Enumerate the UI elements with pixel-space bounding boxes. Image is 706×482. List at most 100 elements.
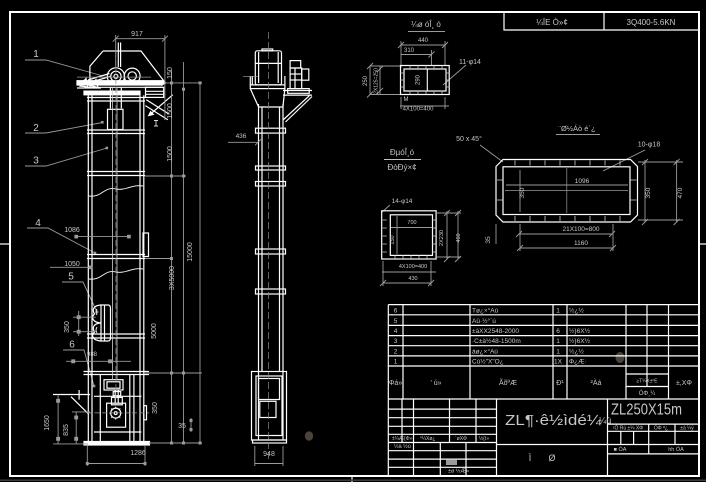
svg-text:¨Ø½Áò é´¿: ¨Ø½Áò é´¿ (558, 124, 596, 133)
svg-text:1: 1 (33, 49, 39, 60)
svg-text:½{ì»: ½{ì» (479, 435, 489, 442)
svg-text:1050: 1050 (64, 261, 80, 268)
svg-text:3: 3 (394, 338, 398, 345)
svg-text:10-φ18: 10-φ18 (638, 142, 661, 149)
svg-text:6: 6 (556, 328, 560, 335)
svg-text:988: 988 (87, 352, 98, 358)
svg-text:4: 4 (394, 328, 398, 335)
svg-text:±¼Æ(Φ»: ±¼Æ(Φ» (392, 436, 413, 442)
svg-text:' ú»: ' ú» (430, 380, 441, 387)
svg-text:350: 350 (152, 402, 159, 414)
svg-text:948: 948 (263, 451, 275, 458)
svg-text:1X: 1X (554, 359, 563, 366)
svg-text:Ì: Ì (529, 453, 532, 463)
svg-text:5: 5 (68, 272, 74, 283)
svg-text:6: 6 (69, 340, 75, 351)
svg-text:½¿½: ½¿½ (569, 307, 584, 315)
svg-text:1: 1 (556, 338, 560, 345)
svg-text:1500: 1500 (167, 103, 174, 119)
svg-text:4: 4 (35, 218, 41, 229)
svg-text:460: 460 (456, 233, 462, 242)
svg-text:Tø¿×°Aù: Tø¿×°Aù (472, 307, 499, 315)
svg-text:150: 150 (390, 235, 396, 244)
svg-text:350: 350 (519, 187, 526, 198)
svg-text:2: 2 (394, 348, 398, 355)
svg-text:½}6X½: ½}6X½ (569, 337, 591, 345)
svg-text:ZL¶·ê½ìdé¼: ZL¶·ê½ìdé¼ (505, 412, 602, 429)
svg-text:350: 350 (645, 187, 652, 198)
svg-text:ÐµóÎ¸ó: ÐµóÎ¸ó (390, 148, 415, 157)
svg-text:5: 5 (394, 318, 398, 325)
svg-text:ÐòÐý×¢: ÐòÐý×¢ (387, 163, 416, 172)
svg-text:Φá»: Φá» (389, 380, 402, 387)
svg-text:1086: 1086 (64, 227, 80, 234)
svg-text:ÃõºÆ: ÃõºÆ (499, 378, 517, 387)
svg-text:¼ø óÎ¸ ó: ¼ø óÎ¸ ó (411, 20, 441, 29)
svg-text:Ð¹: Ð¹ (556, 380, 564, 387)
svg-text:Cù½"X"O¿: Cù½"X"O¿ (472, 358, 504, 366)
svg-text:áø¿×°Aù: áø¿×°Aù (472, 347, 498, 355)
svg-text:835: 835 (63, 424, 70, 436)
svg-text:436: 436 (236, 133, 247, 140)
svg-text:≥T¼X±ºE: ≥T¼X±ºE (636, 379, 658, 385)
svg-text:440: 440 (418, 38, 429, 44)
svg-text:2X125=250: 2X125=250 (374, 68, 380, 94)
svg-text:3: 3 (33, 156, 39, 167)
svg-text:15000: 15000 (187, 242, 194, 262)
svg-text:1: 1 (556, 308, 560, 315)
svg-text:²Àá: ²Àá (591, 378, 602, 387)
svg-text:700: 700 (407, 220, 416, 226)
svg-text:¼ù: ¼ù (599, 416, 612, 426)
svg-text:3X5000: 3X5000 (169, 266, 176, 290)
svg-text:35: 35 (485, 236, 492, 244)
svg-text:1: 1 (394, 359, 398, 366)
svg-text:2X230: 2X230 (439, 230, 445, 246)
svg-text:3Q400-5.6KN: 3Q400-5.6KN (627, 18, 676, 27)
svg-text:1160: 1160 (574, 240, 588, 247)
svg-text:250: 250 (363, 75, 369, 86)
svg-text:·C±à½48-1500m: ·C±à½48-1500m (472, 337, 521, 345)
svg-text:½}6X½: ½}6X½ (569, 327, 591, 335)
svg-text:4X100=400: 4X100=400 (403, 107, 435, 113)
svg-text:470: 470 (677, 187, 684, 198)
svg-text:917: 917 (131, 31, 143, 38)
svg-text:21X100=800: 21X100=800 (562, 226, 599, 233)
svg-text:º¼Xø¿: º¼Xø¿ (420, 436, 435, 442)
svg-text:ÓΦ¸¼: ÓΦ¸¼ (639, 390, 656, 397)
svg-text:11-φ14: 11-φ14 (459, 59, 481, 66)
svg-text:430: 430 (408, 276, 417, 282)
svg-text:hh ÓA: hh ÓA (668, 446, 684, 453)
svg-text:14-φ14: 14-φ14 (392, 198, 413, 205)
svg-text:310: 310 (404, 48, 415, 54)
svg-text:M: M (404, 97, 409, 103)
svg-text:Aû·½°´ú: Aû·½°´ú (472, 317, 496, 325)
svg-text:ZL250X15m: ZL250X15m (611, 402, 682, 419)
svg-text:Ø: Ø (548, 453, 555, 463)
svg-text:2: 2 (33, 123, 39, 134)
svg-text:¼ÏE Ò»¢: ¼ÏE Ò»¢ (536, 18, 568, 27)
svg-text:±àXX2548-2000: ±àXX2548-2000 (472, 328, 519, 335)
svg-text:290: 290 (416, 74, 422, 85)
svg-text:350: 350 (64, 321, 71, 333)
svg-text:1: 1 (556, 348, 560, 355)
svg-text:¹Ô Rù ±¼ XΦ: ¹Ô Rù ±¼ XΦ (613, 425, 643, 432)
svg-text:±ø ½Æ»: ±ø ½Æ» (448, 468, 469, 475)
svg-text:1096: 1096 (575, 178, 590, 185)
svg-text:6: 6 (394, 308, 398, 315)
svg-text:½à ½ù: ½à ½ù (394, 443, 411, 450)
svg-text:■ ÓA: ■ ÓA (614, 446, 627, 453)
svg-text:35: 35 (178, 423, 186, 430)
svg-text:1286: 1286 (130, 450, 146, 457)
svg-text:5000: 5000 (151, 323, 158, 339)
svg-text:1500: 1500 (167, 146, 174, 162)
svg-text:´øXΦ: ´øXΦ (455, 436, 467, 442)
svg-text:±à ¼ÿ: ±à ¼ÿ (680, 426, 694, 432)
svg-text:150: 150 (167, 67, 174, 79)
svg-text:±,XΦ: ±,XΦ (676, 380, 692, 387)
svg-text:50 x 45°: 50 x 45° (456, 135, 482, 143)
svg-text:4X100=400: 4X100=400 (399, 264, 427, 270)
svg-text:½¿½: ½¿½ (569, 347, 584, 355)
svg-text:ÓΦ ª¿: ÓΦ ª¿ (654, 425, 668, 432)
svg-text:1650: 1650 (44, 415, 51, 431)
svg-text:Φ¿Æ·: Φ¿Æ· (569, 359, 587, 366)
